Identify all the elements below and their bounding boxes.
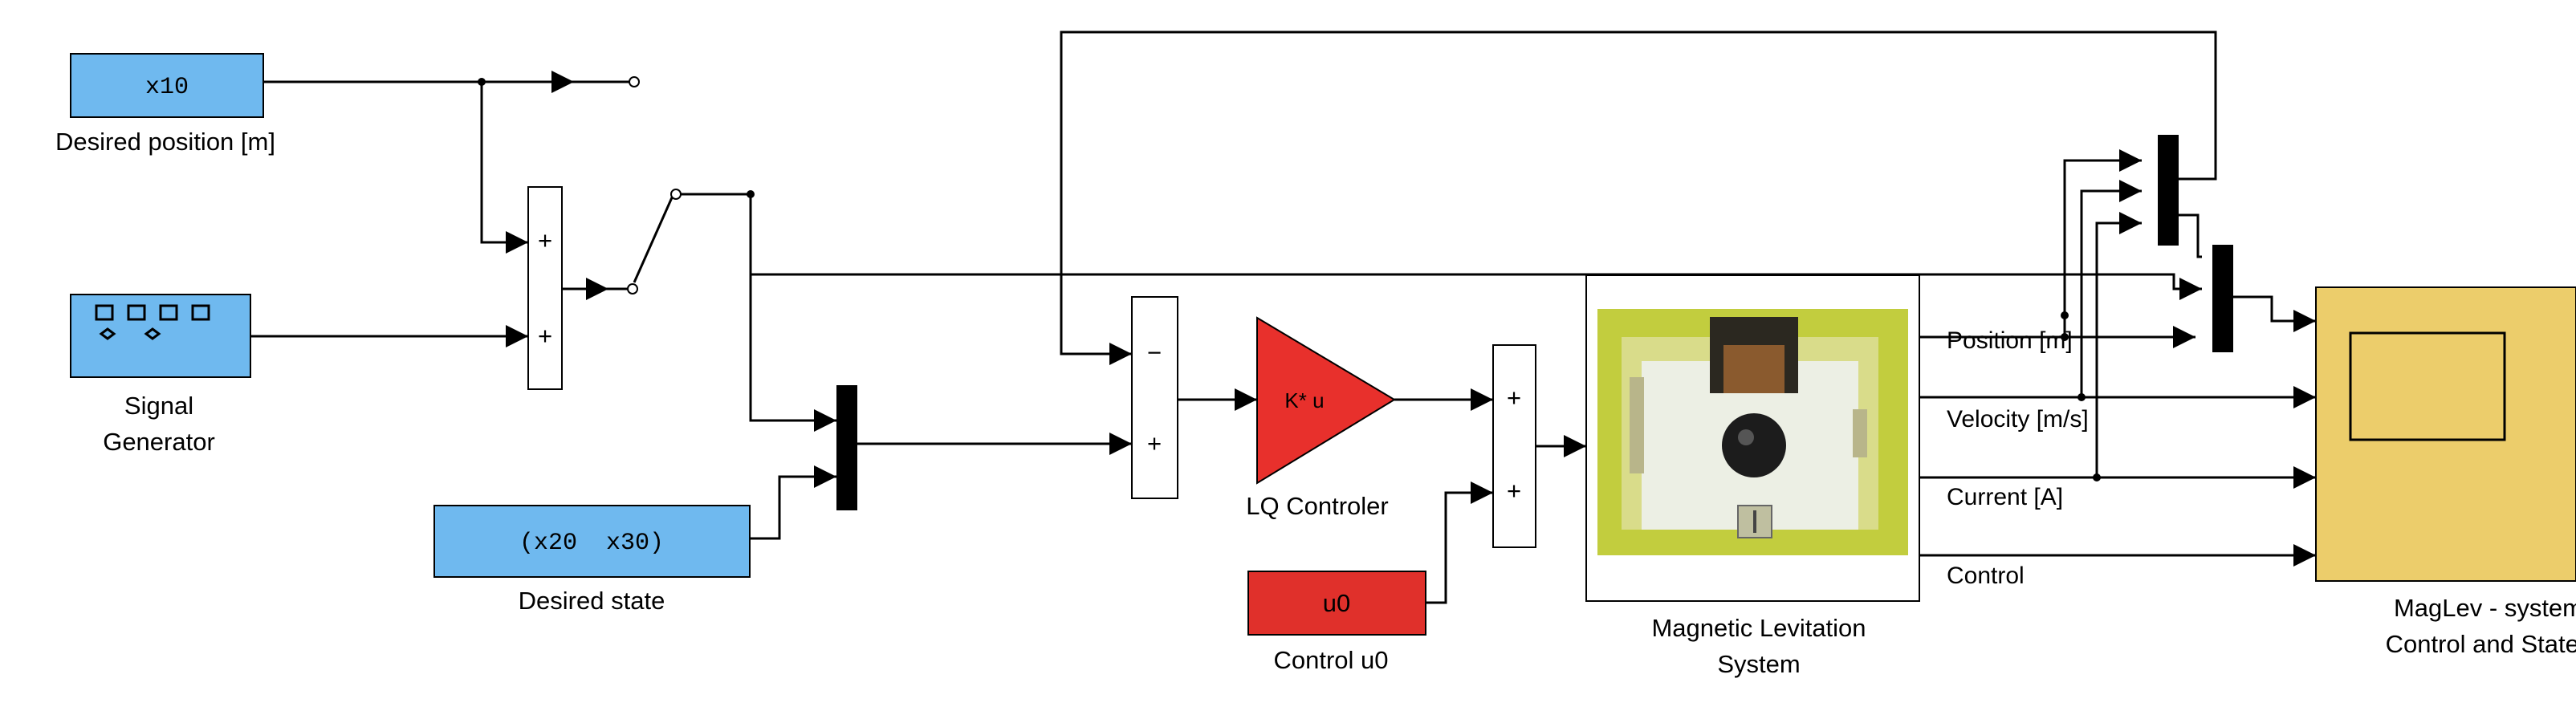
switch-port-top [629, 76, 640, 87]
wire-u0 [1426, 481, 1493, 604]
desired-state-block[interactable]: (x20 x30) [433, 505, 751, 578]
wire-velocity-to-mux2 [2080, 180, 2142, 397]
wire-switch-to-mux3 [751, 273, 2202, 300]
maglev-system-label-2: System [1717, 650, 1800, 678]
sum2-block[interactable]: − + [1131, 296, 1178, 499]
lq-controller-block[interactable]: K* u [1256, 316, 1396, 485]
mux3-bar[interactable] [2212, 245, 2233, 352]
switch-port-out [670, 189, 682, 200]
wire-position-to-mux2 [2063, 149, 2142, 337]
desired-position-block[interactable]: x10 [70, 53, 264, 118]
desired-state-label: Desired state [519, 587, 665, 615]
wire-mux3-out [2233, 295, 2316, 332]
control-u0-label: Control u0 [1273, 646, 1388, 674]
maglev-output-position: Position [m] [1947, 327, 2073, 354]
sum3-sign-bottom: + [1507, 477, 1521, 505]
sum2-sign-bottom: + [1147, 429, 1162, 457]
scope-label-2: Control and States [2386, 630, 2576, 658]
desired-state-value: (x20 x30) [519, 530, 664, 557]
sum3-sign-top: + [1507, 384, 1521, 412]
desired-position-label: Desired position [m] [55, 128, 275, 156]
wire-switch-to-mux1 [749, 194, 836, 432]
scope-label-1: MagLev - system [2394, 594, 2576, 622]
lq-controller-value: K* u [1284, 388, 1324, 412]
wires [250, 30, 2316, 604]
maglev-system-label-1: Magnetic Levitation [1651, 614, 1866, 642]
wire-feedback-position [1060, 30, 2217, 365]
signal-generator-label-1: Signal [124, 392, 193, 420]
scope-icon [2349, 331, 2506, 441]
sum1-sign-bottom: + [538, 322, 552, 350]
manual-switch-lever [633, 195, 674, 283]
sum1-sign-top: + [538, 226, 552, 254]
signal-generator-icon [95, 304, 210, 340]
mux2-bar[interactable] [2158, 135, 2179, 246]
mux1-bar[interactable] [836, 385, 857, 510]
sum2-sign-top: − [1147, 339, 1162, 367]
sum1-block[interactable]: + + [527, 186, 563, 390]
control-u0-block[interactable]: u0 [1247, 571, 1426, 636]
switch-port-bottom [627, 283, 638, 295]
maglev-output-control: Control [1947, 563, 2025, 589]
maglev-output-current: Current [A] [1947, 484, 2063, 510]
maglev-output-velocity: Velocity [m/s] [1947, 406, 2089, 433]
wire-mux2-out [2179, 213, 2202, 258]
control-u0-value: u0 [1323, 589, 1350, 617]
wire-to-sum1-top [480, 82, 528, 254]
signal-generator-block[interactable] [70, 294, 251, 378]
desired-position-value: x10 [145, 74, 189, 101]
desired-position-box [70, 53, 264, 118]
sum3-block[interactable]: + + [1492, 344, 1536, 548]
signal-generator-label-2: Generator [103, 428, 215, 456]
scope-block[interactable] [2315, 286, 2576, 582]
lq-controller-label: LQ Controler [1246, 492, 1388, 520]
maglev-system-block[interactable]: Position [m] Velocity [m/s] Current [A] … [1585, 274, 2089, 602]
magnetic-levitation-photo [1597, 309, 1908, 555]
wire-current-to-mux2 [2095, 212, 2142, 477]
wire-desired-state [750, 465, 836, 540]
